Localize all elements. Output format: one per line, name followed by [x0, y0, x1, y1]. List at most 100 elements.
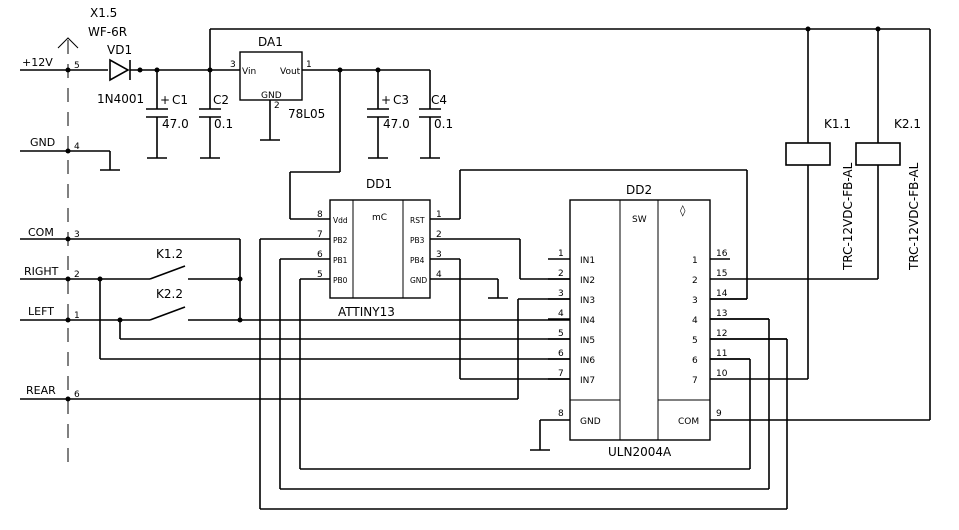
input-wiring: K1.2 K2.2: [68, 238, 570, 400]
driver-com-num: 9: [716, 409, 722, 419]
mcu-dd1: DD1 mC ATTINY13 Vdd PB2 PB1 PB0 8 7 6 5 …: [317, 177, 442, 319]
pin-number: 4: [74, 142, 80, 152]
pin-signal-label: LEFT: [28, 305, 54, 318]
connector-x1-5: X1.5 WF-6R +12V 5 GND 4 COM 3 RIGHT 2: [20, 6, 127, 470]
diode-ref: VD1: [107, 43, 132, 57]
mcu-pin-name: PB3: [410, 236, 425, 245]
pin-right: RIGHT 2: [20, 265, 80, 282]
regulator-pin-gnd: 2: [274, 101, 280, 111]
cap-ref: C3: [393, 93, 409, 107]
regulator-pin-in: 3: [230, 60, 236, 70]
driver-out-num: 15: [716, 269, 727, 279]
regulator-ref: DA1: [258, 35, 283, 49]
pin-signal-label: RIGHT: [24, 265, 59, 278]
mcu-pin-name: PB4: [410, 256, 425, 265]
diode-part: 1N4001: [97, 92, 144, 106]
driver-ref: DD2: [626, 183, 652, 197]
mcu-core: mC: [372, 213, 387, 223]
driver-out-num: 13: [716, 309, 727, 319]
regulator-da1: DA1 Vin Vout GND 3 1 2 78L05: [230, 35, 325, 141]
mcu-pin-name: Vdd: [333, 216, 348, 225]
mcu-pin-num: 8: [317, 210, 323, 220]
mcu-pin-num: 6: [317, 250, 323, 260]
relay-coil: [785, 142, 831, 166]
driver-out-name: 3: [692, 296, 698, 306]
relay-k1-1: K1.1 TRC-12VDC-FB-AL: [785, 29, 855, 379]
pin-signal-label: REAR: [26, 384, 56, 397]
connector-type: WF-6R: [88, 25, 127, 39]
switch-k2-2-ref: K2.2: [156, 287, 183, 301]
driver-in-num: 7: [558, 369, 564, 379]
mcu-pin-name: GND: [410, 276, 427, 285]
driver-out-num: 11: [716, 349, 727, 359]
pin-signal-label: COM: [28, 226, 54, 239]
driver-in-name: IN1: [580, 256, 595, 266]
driver-in-name: IN6: [580, 356, 595, 366]
cap-ref: C1: [172, 93, 188, 107]
pin-plus12v: +12V 5: [20, 56, 80, 73]
pin-number: 5: [74, 61, 80, 71]
pin-gnd: GND 4: [20, 136, 80, 154]
driver-out-num: 14: [716, 289, 728, 299]
regulator-gnd-label: GND: [261, 91, 282, 101]
driver-out-name: 4: [692, 316, 698, 326]
mcu-pin-num: 1: [436, 210, 442, 220]
regulator-body: [239, 51, 303, 101]
driver-out-name: 1: [692, 256, 698, 266]
connector-ref: X1.5: [90, 6, 117, 20]
mcu-ref: DD1: [366, 177, 392, 191]
mcu-part: ATTINY13: [338, 305, 395, 319]
cap-polarity: +: [381, 93, 391, 107]
pin-number: 1: [74, 311, 80, 321]
mcu-pin-name: RST: [410, 216, 425, 225]
cap-c4: C4 0.1: [419, 93, 453, 159]
driver-outputs: 1 2 3 4 5 6 7 16 15 14 13 12 11 10: [692, 249, 878, 386]
driver-out-name: 2: [692, 276, 698, 286]
driver-in-name: IN5: [580, 336, 595, 346]
gnd-wire: [68, 150, 120, 171]
driver-out-num: 16: [716, 249, 728, 259]
driver-in-name: IN2: [580, 276, 595, 286]
mcu-pin-num: 4: [436, 270, 442, 280]
mcu-pin-num: 2: [436, 230, 442, 240]
driver-in-num: 6: [558, 349, 564, 359]
pin-number: 2: [74, 270, 80, 280]
mcu-pin-name: PB2: [333, 236, 348, 245]
mcu-pin-num: 7: [317, 230, 323, 240]
driver-sw: SW: [632, 215, 647, 225]
cap-value: 47.0: [383, 117, 410, 131]
power-rail-12v: VD1 1N4001: [68, 26, 930, 106]
relay-k2-1: K2.1 TRC-12VDC-FB-AL: [855, 29, 921, 279]
driver-out-name: 6: [692, 356, 698, 366]
mcu-pin-num: 3: [436, 250, 442, 260]
driver-in-name: IN7: [580, 376, 595, 386]
connector-arrow: [57, 37, 79, 49]
mcu-pin-num: 5: [317, 270, 323, 280]
mcu-pin-name: PB1: [333, 256, 348, 265]
relay-coil: [855, 142, 901, 166]
driver-in-num: 5: [558, 329, 564, 339]
relay-part: TRC-12VDC-FB-AL: [841, 162, 855, 271]
relay-ref: K1.1: [824, 117, 851, 131]
driver-in-name: IN3: [580, 296, 595, 306]
mcu-body: [329, 199, 431, 299]
driver-gnd-name: GND: [580, 417, 601, 427]
switch-k1-2-blade: [149, 265, 186, 280]
pin-number: 6: [74, 390, 80, 400]
pin-signal-label: GND: [30, 136, 55, 149]
driver-in-num: 4: [558, 309, 564, 319]
driver-inputs: IN1 IN2 IN3 IN4 IN5 IN6 IN7 1 2 3 4 5 6 …: [548, 249, 595, 386]
driver-com: COM 9: [678, 29, 931, 427]
driver-in-num: 1: [558, 249, 564, 259]
driver-gnd: GND 8: [530, 409, 601, 451]
driver-diamond-icon: ◊: [680, 204, 686, 217]
driver-out-num: 10: [716, 369, 728, 379]
switch-k1-2-ref: K1.2: [156, 247, 183, 261]
driver-in-name: IN4: [580, 316, 595, 326]
regulator-part: 78L05: [288, 107, 325, 121]
regulator-vout: Vout: [280, 67, 301, 77]
pin-signal-label: +12V: [22, 56, 53, 69]
pin-left: LEFT 1: [20, 305, 80, 323]
